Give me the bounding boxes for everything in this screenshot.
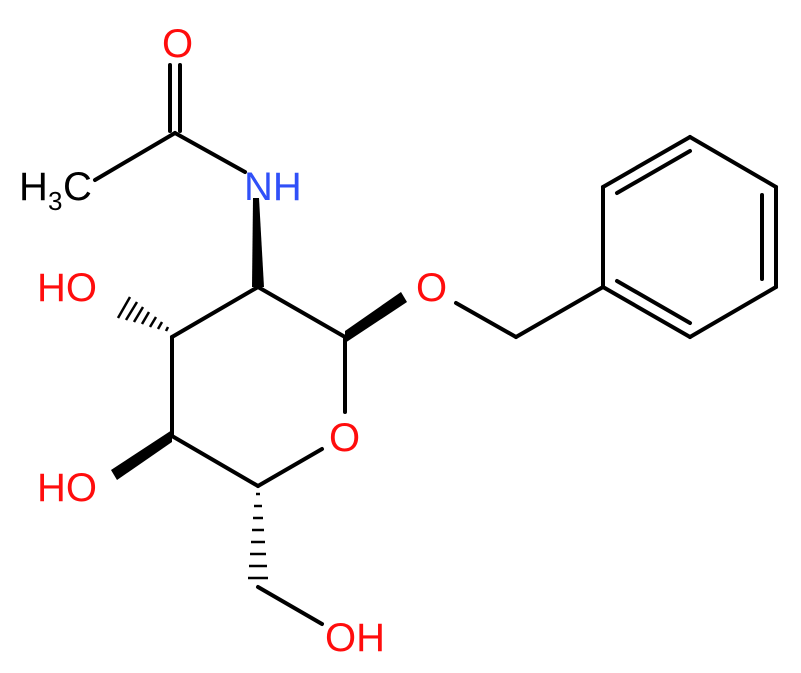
methyl-h-label: H [19, 165, 48, 209]
bond-o5-c5 [256, 447, 324, 488]
benzyl-group [454, 135, 778, 339]
phenyl-bond-6 [601, 285, 692, 339]
phenyl-bond-5 [688, 285, 778, 339]
bond-c3-c2 [170, 285, 260, 339]
methyl-label: H 3 C [19, 165, 92, 216]
bond-c5-c4 [170, 434, 260, 488]
acetyl-group [93, 63, 247, 182]
phenyl-bond-2 [601, 135, 692, 189]
bond-o-ch2 [454, 301, 518, 339]
methyl-c-label: C [63, 165, 92, 209]
wedge-c2-n [252, 198, 264, 287]
wedge-c1-o [345, 292, 407, 343]
ring-oxygen-label: O [329, 416, 360, 460]
benzyl-oxygen-label: O [416, 266, 447, 310]
bond-c2-c1 [256, 285, 347, 339]
bond-ch2-phenyl [514, 285, 605, 339]
hash-c3-o [116, 296, 170, 332]
ho-c3-label: HO [37, 266, 97, 310]
oh-c6-label: OH [325, 616, 385, 660]
nh-label: NH [244, 165, 302, 209]
phenyl-inner-3 [615, 279, 692, 325]
ho-c4-label: HO [37, 466, 97, 510]
methyl-subscript: 3 [48, 186, 62, 216]
phenyl-inner-1 [615, 149, 692, 195]
carbonyl-oxygen-label: O [162, 22, 193, 66]
bond-carbonyl-n [173, 131, 247, 174]
pyranose-ring [170, 285, 347, 488]
wedge-c4-o [111, 430, 172, 480]
bond-methyl-carbonyl [93, 131, 177, 182]
phenyl-bond-3 [688, 135, 778, 189]
bond-c6-o6 [256, 585, 324, 626]
hash-c5-c6 [248, 492, 268, 580]
